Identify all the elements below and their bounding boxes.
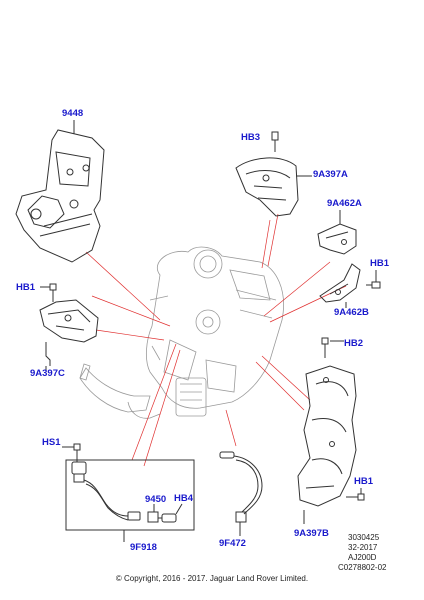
reference-line-2: 32-2017: [348, 543, 378, 552]
callout-9a397b: 9A397B: [294, 528, 329, 539]
turbocharger-assembly: [79, 246, 284, 419]
callout-hb2: HB2: [344, 338, 364, 349]
callout-9a397c: 9A397C: [30, 368, 65, 379]
bracket-9a462a: [317, 210, 357, 255]
heat-shield-9a397b: [297, 337, 365, 524]
bracket-9a462b: [319, 263, 381, 308]
heat-shield-9a397c: [39, 283, 99, 372]
sensor-kit-9f918: [62, 443, 195, 542]
reference-line-4: C0278802-02: [338, 563, 387, 572]
callout-9448: 9448: [62, 108, 84, 119]
heat-shield-9448: [15, 120, 105, 263]
callout-hb1-top-right: HB1: [370, 258, 390, 269]
leader-lines: [85, 213, 347, 467]
callout-9450: 9450: [145, 494, 167, 505]
copyright-notice: © Copyright, 2016 - 2017. Jaguar Land Ro…: [115, 574, 309, 583]
heat-shield-9a397a: [235, 131, 312, 217]
callout-hs1: HS1: [42, 437, 61, 448]
callout-9a397a: 9A397A: [313, 169, 348, 180]
callout-9f472: 9F472: [219, 538, 246, 549]
callout-hb1-left: HB1: [16, 282, 36, 293]
reference-line-3: AJ200D: [348, 553, 377, 562]
callout-9f918: 9F918: [130, 542, 157, 553]
callout-hb4: HB4: [174, 493, 194, 504]
reference-line-1: 3030425: [348, 533, 380, 542]
sensor-9f472: [219, 451, 263, 536]
callout-hb3: HB3: [241, 132, 261, 143]
callout-9a462a: 9A462A: [327, 198, 362, 209]
callout-9a462b: 9A462B: [334, 307, 369, 318]
callout-hb1-bottom-right: HB1: [354, 476, 374, 487]
